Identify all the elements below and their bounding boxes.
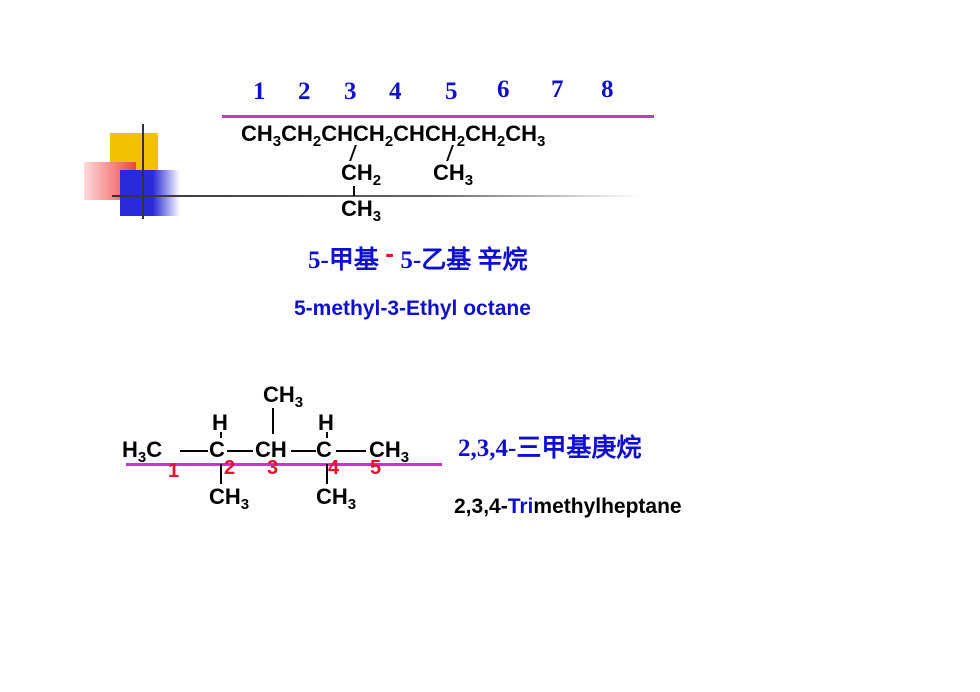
english-name: 2,3,4-Trimethylheptane (454, 495, 682, 518)
chain-number: 6 (497, 76, 510, 103)
bond-line (180, 450, 208, 452)
h-left: H (212, 410, 228, 435)
chain-number: 4 (389, 78, 402, 105)
chain-number: 3 (344, 78, 357, 105)
top-methyl: CH3 (263, 382, 304, 411)
numbering-underline (222, 115, 654, 118)
chain-number: 2 (224, 457, 236, 479)
chain-number: 7 (551, 76, 564, 103)
methyl-branch: CH3 (433, 160, 474, 189)
bond-line (220, 464, 222, 484)
ethyl-ch2: CH2 (341, 160, 382, 189)
numbering-underline (126, 463, 442, 466)
bond-line (326, 432, 328, 438)
bond-line (220, 432, 222, 438)
h-right: H (318, 410, 334, 435)
chinese-name: 2,3,4-三甲基庚烷 (458, 435, 642, 462)
bond-line (291, 450, 316, 452)
chain-number: 1 (168, 460, 180, 482)
chain-number: 5 (370, 457, 382, 479)
carbon-3: CH (255, 437, 287, 462)
carbon-2: C (209, 437, 225, 462)
chain-number: 8 (601, 76, 614, 103)
bond-line (336, 450, 366, 452)
chain-number: 3 (267, 457, 279, 479)
bond-line (272, 408, 274, 434)
bond-line (326, 464, 328, 484)
bottom-left-methyl: CH3 (209, 484, 250, 513)
ethyl-ch3: CH3 (341, 196, 382, 225)
chain-number: 1 (253, 78, 266, 105)
right-methyl: CH3 (369, 437, 410, 466)
main-chain-formula: CH3CH2CHCH2CHCH2CH2CH3 (241, 121, 546, 150)
chain-number: 4 (328, 457, 340, 479)
h3c-group: H3C (122, 437, 163, 466)
bond-line (353, 186, 355, 196)
chinese-name: 5-甲基 - 5-乙基 辛烷 (308, 238, 528, 274)
carbon-4: C (316, 437, 332, 462)
bond-line (227, 450, 253, 452)
english-name: 5-methyl-3-Ethyl octane (294, 297, 531, 320)
chain-number: 2 (298, 78, 311, 105)
deco-vertical-line (142, 124, 144, 219)
chain-number: 5 (445, 78, 458, 105)
deco-horizontal-line (112, 195, 642, 197)
deco-blue-square (120, 170, 180, 216)
bottom-right-methyl: CH3 (316, 484, 357, 513)
